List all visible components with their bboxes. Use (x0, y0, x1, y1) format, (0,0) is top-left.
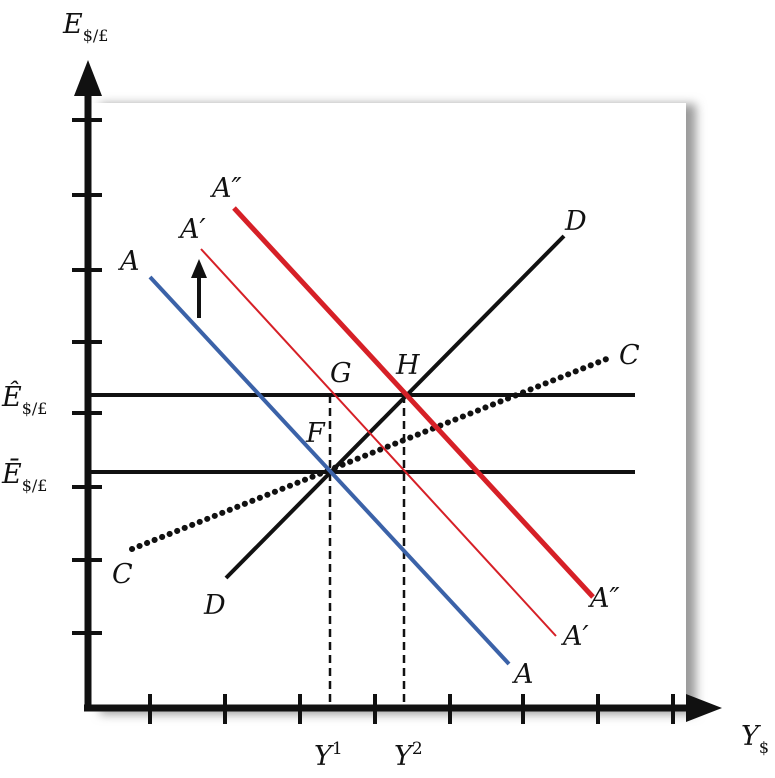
cc-curve (129, 355, 612, 552)
y-axis-label: E$/£ (62, 9, 108, 45)
y-axis-arrowhead (74, 60, 102, 96)
aa-curve (148, 275, 511, 666)
x-axis-ticks (148, 694, 675, 724)
point-h-label: H (395, 350, 420, 381)
aa-end-label: A (511, 659, 534, 690)
x-axis-arrowhead (686, 694, 722, 722)
aa-prime-end-label: A′ (560, 621, 589, 652)
aa-start-label: A (117, 246, 140, 277)
cc-end-label: C (619, 340, 640, 371)
aa-prime-start-label: A′ (177, 214, 206, 245)
y-axis-ticks (72, 118, 102, 635)
cc-start-label: C (112, 559, 133, 590)
aa-double-prime-end-label: A″ (587, 583, 620, 614)
aa-prime-curve (200, 248, 557, 637)
dd-curve (224, 234, 566, 580)
x-axis-label: Y$ (741, 721, 769, 757)
shift-arrow-icon (191, 259, 207, 278)
y2-label: Y2 (394, 739, 423, 772)
dd-start-label: D (203, 590, 226, 621)
y1-label: Y1 (314, 739, 343, 772)
e-bar-label: Ē$/£ (1, 457, 47, 495)
aa-double-prime-start-label: A″ (209, 173, 242, 204)
aa-double-prime-curve (232, 206, 595, 599)
point-f-label: F (305, 418, 326, 449)
plot-panel (88, 103, 686, 707)
point-g-label: G (330, 358, 352, 389)
dd-end-label: D (564, 206, 587, 237)
e-hat-label: Ê$/£ (1, 380, 47, 418)
